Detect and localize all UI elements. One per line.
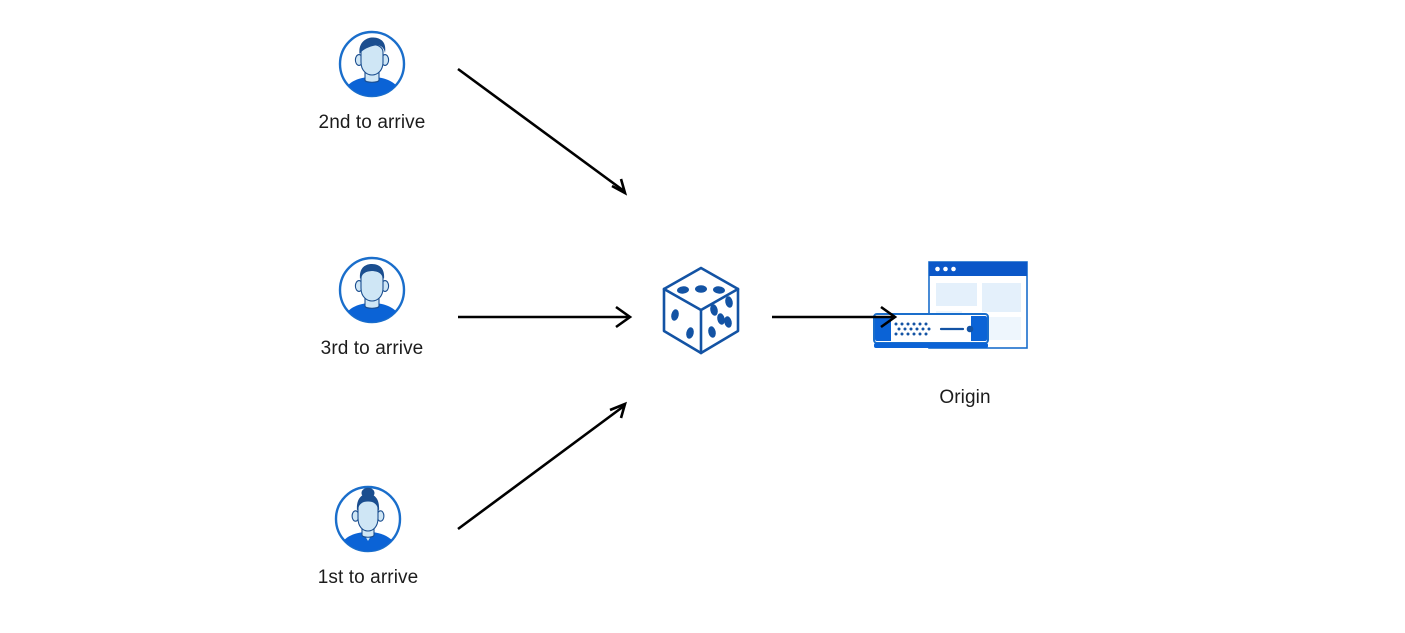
arrow-client1-to-dice <box>457 401 627 531</box>
node-label-client-3rd: 3rd to arrive <box>320 338 424 359</box>
node-client-3rd: 3rd to arrive <box>292 254 452 361</box>
user-avatar-icon <box>292 28 452 100</box>
origin-server-icon <box>865 258 1065 368</box>
arrow-client2-to-dice <box>457 67 628 196</box>
node-label-origin: Origin <box>939 387 991 408</box>
window-dot-icon <box>943 266 948 272</box>
node-label-client-1st: 1st to arrive <box>317 567 419 588</box>
window-dot-icon <box>951 266 956 272</box>
node-client-2nd: 2nd to arrive <box>292 28 452 135</box>
user-avatar-icon <box>288 483 448 555</box>
window-dot-icon <box>935 266 940 272</box>
node-randomizer-dice <box>655 262 747 362</box>
node-origin: Origin <box>865 258 1065 410</box>
arrow-client3-to-dice <box>458 305 633 329</box>
node-client-1st: 1st to arrive <box>288 483 448 590</box>
node-label-client-2nd: 2nd to arrive <box>318 112 426 133</box>
user-avatar-icon <box>292 254 452 326</box>
dice-icon <box>655 262 747 362</box>
